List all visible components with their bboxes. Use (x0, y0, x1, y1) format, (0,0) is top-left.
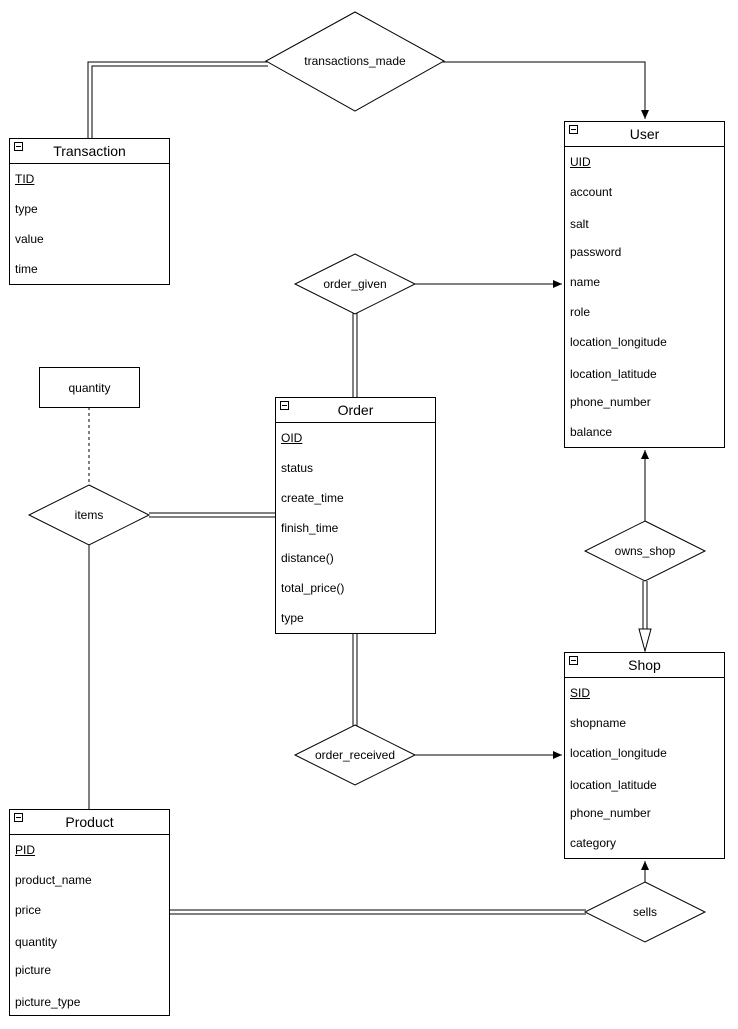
entity-shop-title: Shop (628, 657, 661, 673)
entity-order-title: Order (337, 402, 374, 418)
attribute-quantity: quantity (15, 935, 58, 949)
relationship-transactions-made-label: transactions_made (304, 54, 406, 68)
entity-product[interactable]: Product PID product_name price quantity … (9, 809, 170, 1016)
attribute-type: type (15, 202, 38, 216)
entity-transaction-header[interactable]: Transaction (10, 139, 169, 164)
attribute-value: value (15, 232, 44, 246)
entity-product-title: Product (65, 814, 114, 830)
attribute-account: account (570, 185, 613, 199)
attribute-phone-number: phone_number (570, 806, 651, 820)
relationship-order-received-diamond[interactable] (293, 724, 417, 786)
entity-user-header[interactable]: User (565, 122, 724, 147)
attribute-category: category (570, 836, 617, 850)
attribute-oid-primary-key: OID (281, 431, 303, 445)
entity-shop[interactable]: Shop SID shopname location_longitude loc… (564, 652, 725, 859)
attribute-picture: picture (15, 963, 52, 977)
edge-transactions-made-transaction (87, 61, 268, 138)
attribute-phone-number: phone_number (570, 395, 651, 409)
quantity-attribute-note[interactable]: quantity (39, 367, 140, 408)
collapse-icon[interactable] (569, 125, 578, 134)
attribute-tid-primary-key: TID (15, 172, 35, 186)
attribute-price: price (15, 903, 42, 917)
entity-transaction-title: Transaction (53, 143, 126, 159)
attribute-name: name (570, 275, 601, 289)
attribute-sid-primary-key: SID (570, 686, 591, 700)
collapse-icon[interactable] (14, 142, 23, 151)
relationship-items-diamond[interactable] (27, 484, 151, 546)
entity-shop-header[interactable]: Shop (565, 653, 724, 678)
relationship-owns-shop-diamond[interactable] (583, 520, 707, 582)
attribute-picture-type: picture_type (15, 995, 81, 1009)
collapse-icon[interactable] (569, 656, 578, 665)
relationship-transactions-made-diamond[interactable] (264, 11, 446, 112)
attribute-distance-method: distance() (281, 551, 334, 565)
attribute-uid-primary-key: UID (570, 155, 591, 169)
entity-user-title: User (629, 126, 660, 142)
attribute-shopname: shopname (570, 716, 627, 730)
attribute-location-longitude: location_longitude (570, 746, 667, 760)
entity-user[interactable]: User UID account salt password name role… (564, 121, 725, 448)
collapse-icon[interactable] (280, 401, 289, 410)
attribute-location-latitude: location_latitude (570, 367, 657, 381)
collapse-icon[interactable] (14, 813, 23, 822)
attribute-status: status (281, 461, 314, 475)
relationship-owns-shop-label: owns_shop (614, 544, 676, 558)
edge-order-given-order (352, 313, 358, 398)
edge-sells-product (170, 909, 586, 915)
attribute-finish-time: finish_time (281, 521, 339, 535)
attribute-type: type (281, 611, 304, 625)
attribute-pid-primary-key: PID (15, 843, 36, 857)
attribute-balance: balance (570, 425, 613, 439)
relationship-sells-label: sells (632, 905, 658, 919)
edge-items-order (149, 512, 276, 518)
attribute-time: time (15, 262, 38, 276)
attribute-location-latitude: location_latitude (570, 778, 657, 792)
attribute-role: role (570, 305, 591, 319)
relationship-order-received-label: order_received (314, 748, 396, 762)
relationship-order-given-label: order_given (323, 277, 387, 291)
attribute-product-name: product_name (15, 873, 92, 887)
relationship-order-given-diamond[interactable] (293, 253, 417, 315)
edge-order-received-order (352, 633, 358, 726)
attribute-password: password (570, 245, 622, 259)
quantity-note-label: quantity (68, 380, 111, 395)
relationship-sells-diamond[interactable] (583, 881, 707, 943)
attribute-total-price-method: total_price() (281, 581, 345, 595)
entity-product-header[interactable]: Product (10, 810, 169, 835)
edge-transactions-made-user (442, 61, 649, 119)
attribute-location-longitude: location_longitude (570, 335, 667, 349)
attribute-create-time: create_time (281, 491, 344, 505)
relationship-items-label: items (74, 508, 104, 522)
entity-transaction[interactable]: Transaction TID type value time (9, 138, 170, 285)
entity-order-header[interactable]: Order (276, 398, 435, 423)
entity-order[interactable]: Order OID status create_time finish_time… (275, 397, 436, 634)
edge-owns-shop-shop (638, 581, 652, 653)
attribute-salt: salt (570, 217, 589, 231)
